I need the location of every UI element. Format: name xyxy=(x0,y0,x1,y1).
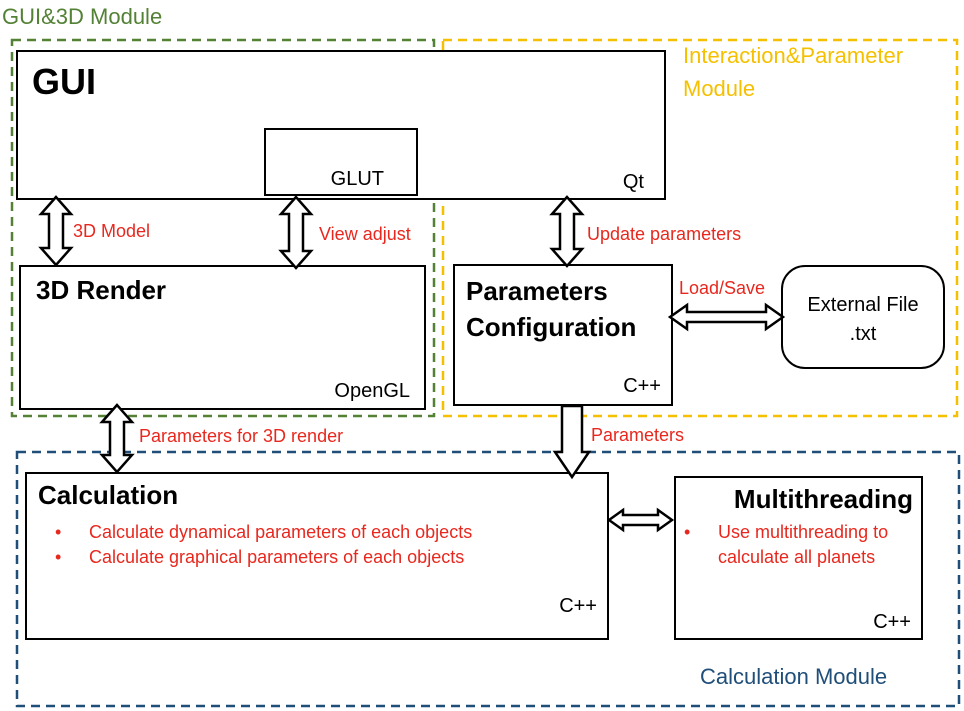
calculation-bullet-list: • Calculate dynamical parameters of each… xyxy=(37,520,472,570)
model-arrow-label: 3D Model xyxy=(73,221,151,241)
multithreading-bullet-item: • Use multithreading to xyxy=(676,520,888,545)
calculation-module-title: Calculation Module xyxy=(700,664,888,689)
bullet-marker: • xyxy=(684,522,691,542)
parameters-arrow-label: Parameters xyxy=(591,425,685,445)
gui3d-module-title: GUI&3D Module xyxy=(2,4,163,29)
update-params-arrow-label: Update parameters xyxy=(587,224,742,244)
calculation-bullet-text: Calculate graphical parameters of each o… xyxy=(89,547,465,567)
params-for-render-double-arrow xyxy=(99,403,135,474)
multithreading-box: Multithreading • Use multithreading to c… xyxy=(674,476,923,640)
gui-title: GUI xyxy=(32,61,97,102)
load-save-arrow-label: Load/Save xyxy=(679,278,766,298)
render3d-box: 3D Render OpenGL xyxy=(19,265,426,410)
external-file-box: External File .txt xyxy=(781,265,945,369)
view-adjust-double-arrow xyxy=(278,195,314,270)
render3d-tech-label: OpenGL xyxy=(334,380,410,402)
parameters-down-arrow xyxy=(552,404,592,480)
interaction-module-border xyxy=(441,38,959,418)
multithreading-bullet-list: • Use multithreading to calculate all pl… xyxy=(676,520,888,570)
update-params-double-arrow xyxy=(549,195,585,268)
bullet-marker: • xyxy=(55,522,62,542)
render3d-title: 3D Render xyxy=(36,275,167,305)
bullet-marker: • xyxy=(55,547,62,567)
calculation-box: Calculation • Calculate dynamical parame… xyxy=(25,472,609,640)
multithreading-tech-label: C++ xyxy=(873,611,911,633)
multithreading-bullet-item: calculate all planets xyxy=(676,545,888,570)
external-file-line1: External File xyxy=(807,294,919,316)
model-double-arrow xyxy=(38,195,74,267)
calculation-bullet-text: Calculate dynamical parameters of each o… xyxy=(89,522,473,542)
calculation-tech-label: C++ xyxy=(559,595,597,617)
multithreading-bullet-line1: Use multithreading to xyxy=(718,522,889,542)
multithreading-bullet-line2: calculate all planets xyxy=(718,547,876,567)
interaction-module-title-line2: Module xyxy=(683,76,756,101)
interaction-module-title-line1: Interaction&Parameter xyxy=(683,43,904,68)
glut-title: GLUT xyxy=(330,168,384,190)
glut-box: GLUT xyxy=(264,128,418,196)
calculation-module-border xyxy=(15,450,961,708)
params-config-title-line1: Parameters xyxy=(466,276,608,306)
multithreading-double-arrow xyxy=(606,507,675,533)
params-config-title-line2: Configuration xyxy=(466,312,637,342)
calculation-title: Calculation xyxy=(38,480,179,510)
view-adjust-arrow-label: View adjust xyxy=(319,224,411,244)
load-save-double-arrow xyxy=(667,302,786,332)
external-file-line2: .txt xyxy=(849,323,877,345)
multithreading-title: Multithreading xyxy=(733,484,913,514)
params-for-render-arrow-label: Parameters for 3D render xyxy=(139,426,344,446)
params-config-box: Parameters Configuration C++ xyxy=(453,264,673,406)
gui3d-module-border xyxy=(10,38,436,418)
calculation-bullet-item: • Calculate graphical parameters of each… xyxy=(37,545,472,570)
calculation-bullet-item: • Calculate dynamical parameters of each… xyxy=(37,520,472,545)
gui-tech-label: Qt xyxy=(622,171,644,193)
params-config-tech-label: C++ xyxy=(623,375,661,397)
